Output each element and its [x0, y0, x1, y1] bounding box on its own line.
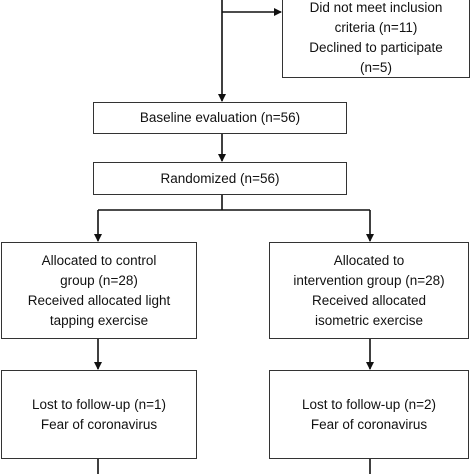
control-allocation-line-4: tapping exercise [49, 312, 149, 328]
exclusion-line-2: criteria (n=11) [334, 20, 418, 35]
baseline-text: Baseline evaluation (n=56) [139, 110, 301, 125]
intervention-followup-line-2: Fear of coronavirus [310, 416, 428, 432]
control-allocation-box: Allocated to control group (n=28) Receiv… [1, 242, 197, 339]
intervention-allocation-line-3: Received allocated [311, 292, 427, 308]
intervention-allocation-line-2: intervention group (n=28) [293, 272, 445, 288]
control-allocation-line-1: Allocated to control [41, 252, 157, 268]
baseline-box: Baseline evaluation (n=56) [93, 102, 347, 134]
control-allocation-line-3: Received allocated light [27, 292, 171, 308]
control-followup-box: Lost to follow-up (n=1) Fear of coronavi… [1, 370, 197, 459]
intervention-allocation-box: Allocated to intervention group (n=28) R… [269, 242, 469, 339]
exclusion-line-1: Did not meet inclusion [309, 0, 443, 15]
control-followup-line-1: Lost to follow-up (n=1) [32, 396, 166, 412]
intervention-followup-box: Lost to follow-up (n=2) Fear of coronavi… [269, 370, 469, 459]
intervention-followup-line-1: Lost to follow-up (n=2) [302, 396, 436, 412]
exclusion-box: Did not meet inclusion criteria (n=11) D… [282, 0, 470, 78]
intervention-allocation-line-1: Allocated to [333, 252, 405, 268]
intervention-allocation-line-4: isometric exercise [314, 312, 424, 328]
control-allocation-line-2: group (n=28) [60, 272, 138, 288]
randomized-box: Randomized (n=56) [93, 162, 347, 195]
control-followup-line-2: Fear of coronavirus [40, 416, 158, 432]
randomized-text: Randomized (n=56) [160, 170, 280, 186]
exclusion-line-3: Declined to participate [309, 40, 443, 55]
exclusion-line-4: (n=5) [360, 60, 392, 75]
